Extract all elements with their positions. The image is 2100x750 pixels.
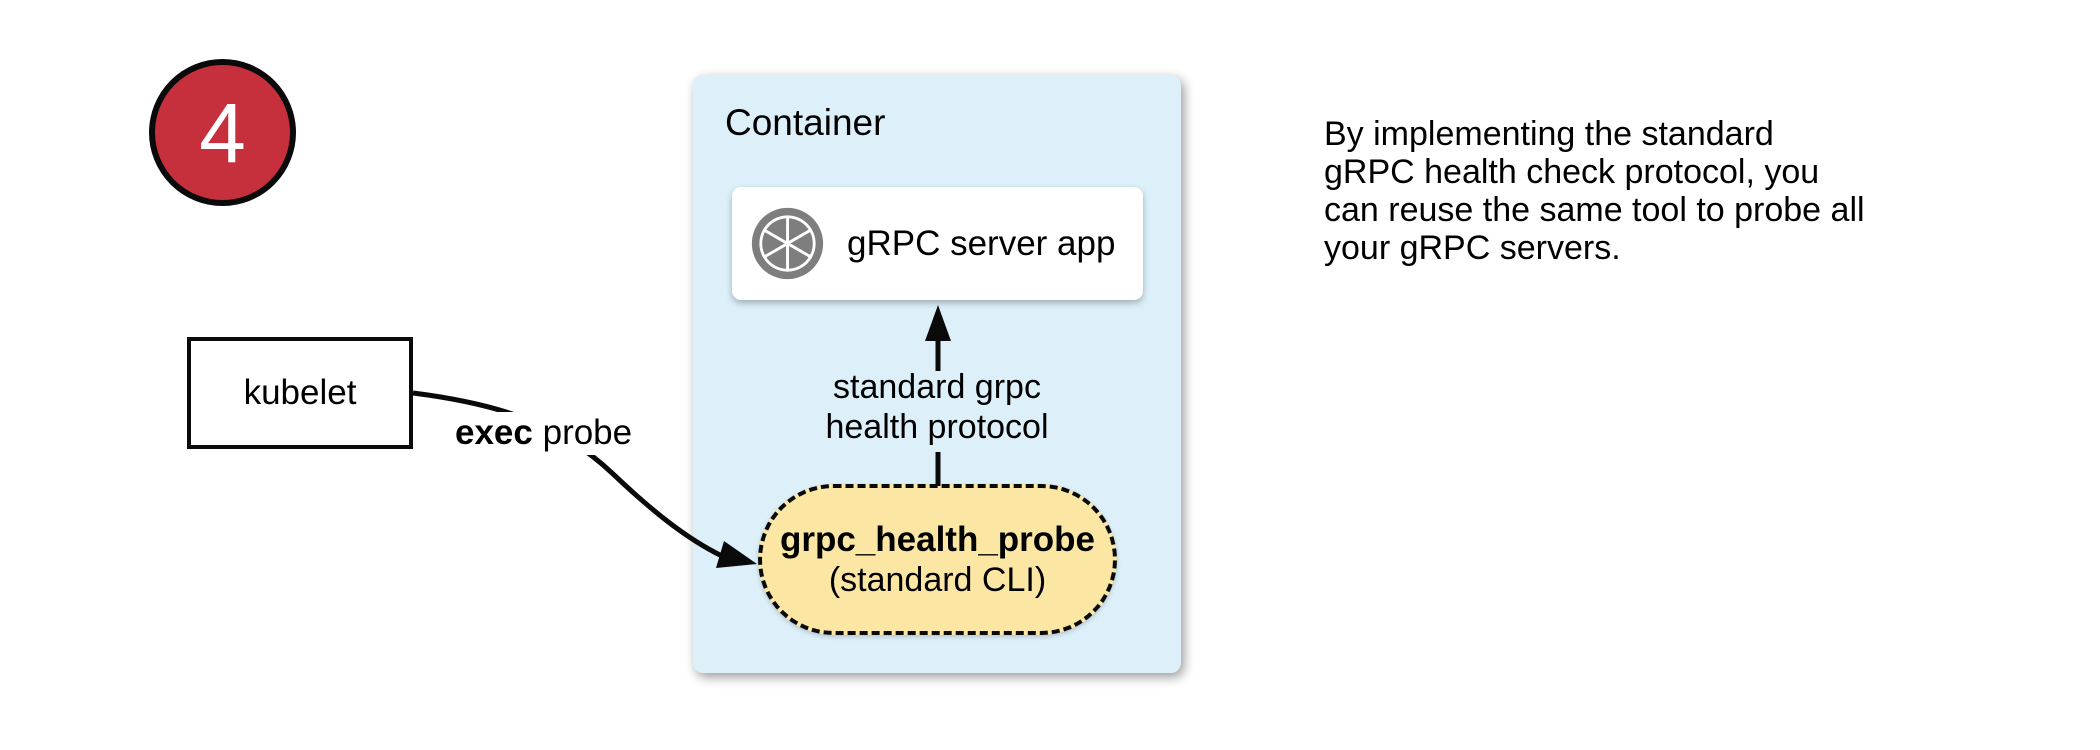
- grpc-server-app-label: gRPC server app: [847, 223, 1116, 263]
- step-badge: 4: [149, 59, 296, 206]
- exec-probe-label-rest: probe: [532, 413, 633, 452]
- note-paragraph: By implementing the standard gRPC health…: [1324, 115, 1865, 267]
- grpc-shutter-icon: [751, 207, 824, 280]
- probe-name: grpc_health_probe: [779, 520, 1096, 559]
- probe-subtitle: (standard CLI): [828, 561, 1047, 599]
- container-panel: Container gRPC server app standard grpc …: [693, 75, 1181, 673]
- protocol-arrow-label: standard grpc health protocol: [825, 368, 1049, 446]
- container-title: Container: [725, 102, 886, 143]
- grpc-server-app-node: gRPC server app: [732, 187, 1143, 300]
- kubelet-label: kubelet: [243, 373, 357, 412]
- grpc-health-probe-node: grpc_health_probe (standard CLI): [758, 484, 1117, 635]
- exec-probe-label-bold: exec: [455, 413, 533, 452]
- kubelet-node: kubelet: [187, 337, 413, 449]
- step-number: 4: [199, 85, 246, 180]
- exec-probe-label: exec probe: [449, 412, 639, 455]
